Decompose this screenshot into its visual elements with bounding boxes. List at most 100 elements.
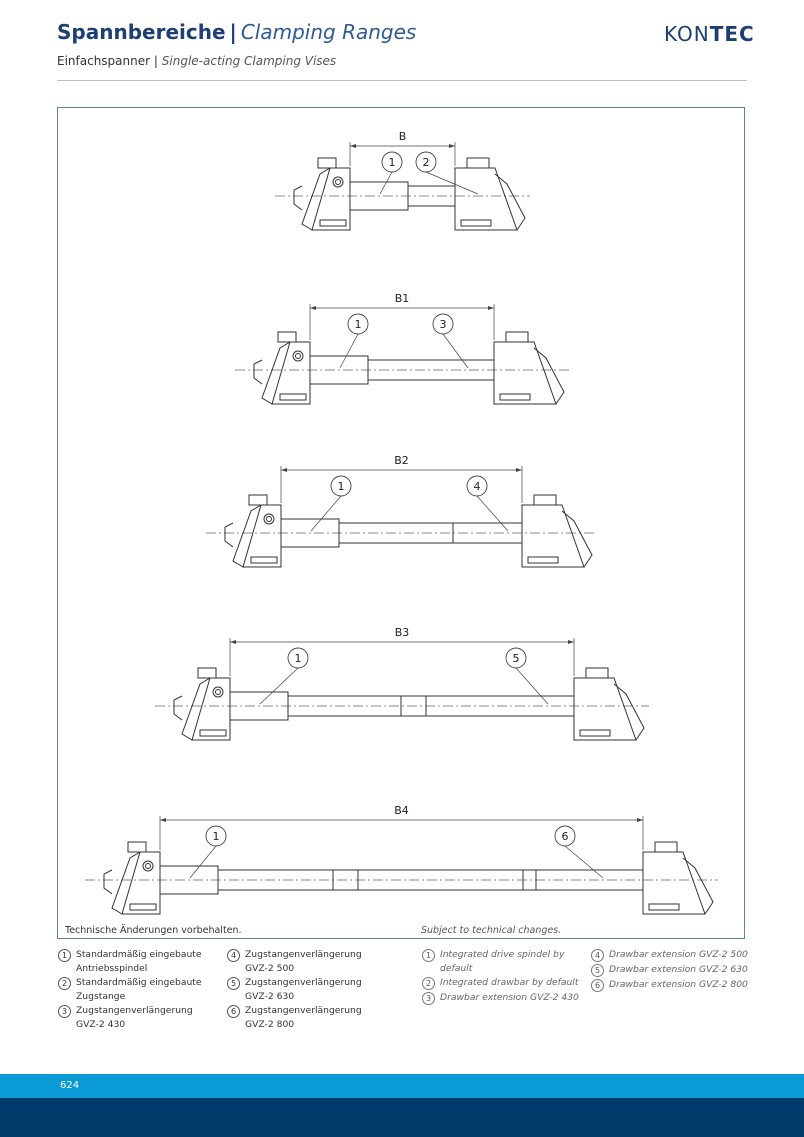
left-vise-clamp [127,841,147,853]
callout-number-right: 5 [513,652,520,665]
left-vise-bevel [111,851,141,915]
callout-leader [476,495,509,532]
right-vise-clamp [466,157,490,169]
right-vise-body [493,341,557,405]
callout-number: 4 [227,949,240,962]
left-vise-screw [263,513,275,525]
callout-leader [339,333,359,369]
left-vise-bevel [261,341,291,405]
callout-leader [259,667,299,705]
legend-text: Drawbar extension GVZ-2 800 [609,979,748,990]
legend-text: Drawbar extension GVZ-2 430 [440,992,579,1003]
clamping-vise-drawing: B4 1 6 [85,804,718,915]
right-vise-body [454,167,518,231]
callout-circle [432,313,454,335]
right-vise-slot [460,219,492,227]
dimension-label: B3 [395,626,410,639]
clamping-vise-drawing: B3 1 5 [155,626,649,741]
dimension-arrow-right [449,144,455,148]
legend-text: Standardmäßig eingebaute Zugstange [76,977,202,1002]
legend-text: Zugstangenverlängerung GVZ-2 500 [245,949,362,974]
callout-leader [425,171,479,195]
right-vise-slot [499,393,531,401]
logo-bold-part: TEC [709,22,755,46]
left-vise-screw-inner [295,353,301,359]
legend-text: Zugstangenverlängerung GVZ-2 800 [245,1005,362,1030]
right-vise-body [573,677,637,741]
left-vise-clamp [317,157,337,169]
drawbar [217,869,644,891]
callout-number-left: 1 [389,156,396,169]
page-subtitle: Einfachspanner | Single-acting Clamping … [57,54,336,68]
left-vise-body [242,504,282,568]
callout-number-right: 6 [562,830,569,843]
dimension-arrow-left [160,818,166,822]
left-vise-slot [279,393,307,401]
left-vise-bevel [181,677,211,741]
right-vise-slot [648,903,680,911]
left-vise-clamp [248,494,268,506]
page-title: Spannbereiche|Clamping Ranges [57,20,416,44]
drawbar [367,359,495,381]
dimension-arrow-left [310,306,316,310]
right-vise-clamp [533,494,557,506]
callout-number-right: 2 [423,156,430,169]
callout-number-right: 3 [440,318,447,331]
callout-number: 6 [227,1005,240,1018]
callout-leader [515,667,549,705]
callout-number: 3 [58,1005,71,1018]
drawbar [338,522,523,544]
callout-number-left: 1 [295,652,302,665]
drawbar [407,185,456,207]
legend-text: Drawbar extension GVZ-2 630 [609,964,748,975]
legend-item: 5 Drawbar extension GVZ-2 630 [591,963,751,978]
kontec-logo: KONTEC [664,22,755,46]
technical-note-en: Subject to technical changes. [421,925,562,936]
right-vise-bevel [494,173,526,231]
right-vise-bevel [682,857,714,915]
callout-number-left: 1 [213,830,220,843]
left-vise-clamp [197,667,217,679]
legend-text: Integrated drive spindel by default [440,949,565,974]
legend-text: Drawbar extension GVZ-2 500 [609,949,748,960]
dimension-label: B4 [394,804,409,817]
callout-circle [415,151,437,173]
header-divider [57,80,747,81]
right-vise-bevel [561,510,593,568]
dimension-label: B1 [395,292,410,305]
callout-circle [505,647,527,669]
technical-note-de: Technische Änderungen vorbehalten. [65,925,242,936]
left-vise-bevel [301,167,331,231]
dimension-arrow-left [230,640,236,644]
callout-number: 2 [422,977,435,990]
callout-number-left: 1 [338,480,345,493]
callout-leader [564,845,604,879]
legend-text: Standardmäßig eingebaute Antriebsspindel [76,949,202,974]
callout-number: 5 [227,977,240,990]
callout-number: 4 [591,949,604,962]
left-vise-nose [253,359,263,385]
callout-circle [347,313,369,335]
callout-number-right: 4 [474,480,481,493]
legend-text: Integrated drawbar by default [440,977,579,988]
right-vise-clamp [585,667,609,679]
left-vise-slot [129,903,157,911]
left-vise-clamp [277,331,297,343]
callout-number: 5 [591,964,604,977]
left-vise-screw [142,860,154,872]
left-vise-screw-inner [335,179,341,185]
subtitle-de: Einfachspanner [57,54,151,68]
callout-circle [554,825,576,847]
legend-item: 6 Zugstangenverlängerung GVZ-2 800 [227,1004,377,1032]
left-vise-nose [293,185,303,211]
